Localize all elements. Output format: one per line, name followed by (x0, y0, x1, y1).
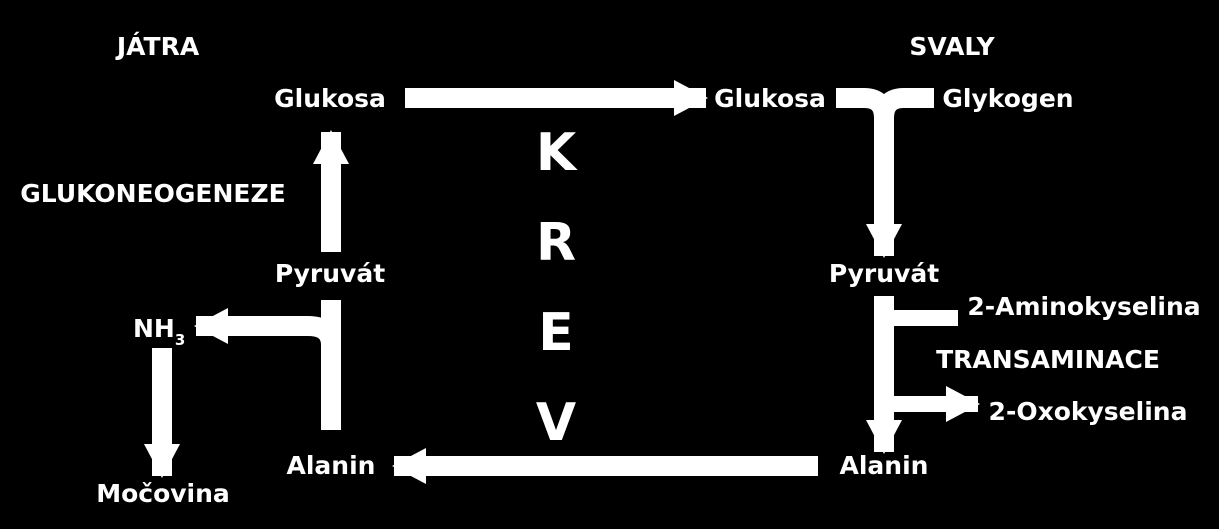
ammonia-label: NH3 (133, 314, 185, 349)
ammonia-subscript: 3 (175, 331, 185, 349)
glycogen-merge-connector (836, 88, 934, 119)
blood-letter-3: E (538, 303, 574, 363)
muscle-pyruvate-label: Pyruvát (829, 259, 939, 288)
muscle-glucose-label: Glukosa (714, 84, 826, 113)
transamination-label: TRANSAMINACE (936, 345, 1160, 374)
glycogen-label: Glykogen (942, 84, 1073, 113)
liver-glucose-label: Glukosa (274, 84, 386, 113)
muscle-alanine-label: Alanin (840, 451, 929, 480)
muscle-title: SVALY (909, 32, 995, 61)
liver-pyruvate-label: Pyruvát (275, 259, 385, 288)
blood-letter-4: V (536, 393, 576, 453)
oxoacid-label: 2-Oxokyselina (989, 397, 1188, 426)
ammonia-release-arrow (194, 308, 341, 346)
gluconeogenesis-label: GLUKONEOGENEZE (20, 179, 285, 208)
ammonia-text: NH (133, 314, 175, 343)
amino-acid-label: 2-Aminokyselina (967, 292, 1200, 321)
blood-letter-1: K (536, 123, 578, 183)
liver-title: JÁTRA (115, 32, 200, 61)
urea-label: Močovina (96, 479, 230, 508)
blood-letter-2: R (536, 213, 576, 273)
liver-alanine-label: Alanin (287, 451, 376, 480)
